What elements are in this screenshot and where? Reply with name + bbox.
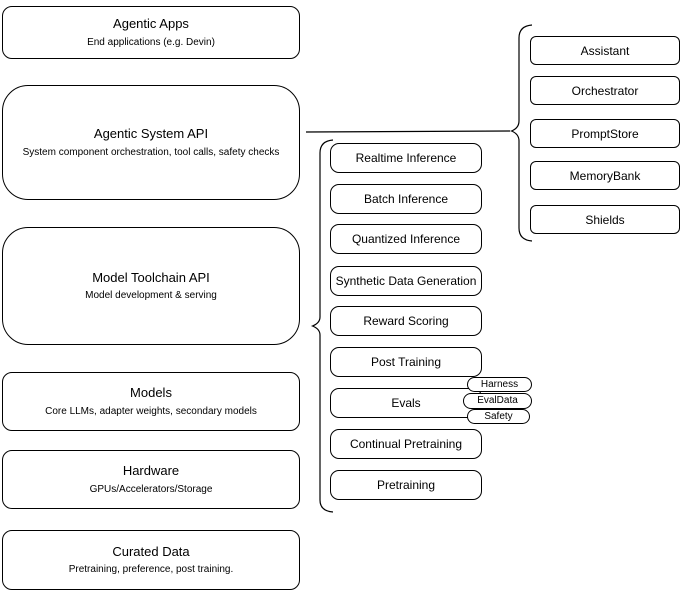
tag-evaldata: EvalData	[463, 393, 532, 409]
tag-label: Safety	[484, 410, 513, 422]
node-label: Reward Scoring	[363, 314, 449, 328]
node-curated-data: Curated Data Pretraining, preference, po…	[2, 530, 300, 590]
tag-harness: Harness	[467, 377, 532, 392]
node-model-toolchain-api: Model Toolchain API Model development & …	[2, 227, 300, 345]
node-label: Continual Pretraining	[349, 437, 463, 451]
node-batch-inference: Batch Inference	[330, 184, 482, 214]
node-post-training: Post Training	[330, 347, 482, 377]
node-agentic-apps: Agentic Apps End applications (e.g. Devi…	[2, 6, 300, 59]
node-label: Quantized Inference	[351, 232, 461, 246]
tag-label: EvalData	[477, 395, 518, 406]
node-orchestrator: Orchestrator	[530, 76, 680, 105]
node-label: Post Training	[370, 355, 442, 369]
node-evals: Evals	[330, 388, 482, 418]
node-synthetic-data-generation: Synthetic Data Generation	[330, 266, 482, 296]
node-label: Pretraining	[376, 478, 436, 492]
node-title: Hardware	[122, 463, 180, 479]
node-subtitle: Core LLMs, adapter weights, secondary mo…	[45, 405, 257, 417]
tag-label: Harness	[480, 378, 519, 390]
node-subtitle: End applications (e.g. Devin)	[87, 36, 215, 48]
node-realtime-inference: Realtime Inference	[330, 143, 482, 173]
node-promptstore: PromptStore	[530, 119, 680, 148]
bracket-agentic-system	[509, 24, 533, 242]
connector-system-api-line	[305, 130, 511, 133]
node-title: Agentic System API	[93, 126, 209, 142]
node-agentic-system-api: Agentic System API System component orch…	[2, 85, 300, 200]
node-title: Agentic Apps	[113, 16, 189, 32]
node-title: Curated Data	[112, 543, 190, 559]
node-label: Synthetic Data Generation	[335, 274, 477, 288]
node-label: Orchestrator	[571, 83, 639, 98]
node-title: Models	[130, 385, 172, 401]
node-subtitle: System component orchestration, tool cal…	[22, 146, 280, 158]
node-pretraining: Pretraining	[330, 470, 482, 500]
node-assistant: Assistant	[530, 36, 680, 65]
node-subtitle: GPUs/Accelerators/Storage	[89, 483, 213, 495]
node-label: Assistant	[580, 43, 630, 58]
node-quantized-inference: Quantized Inference	[330, 224, 482, 254]
node-label: PromptStore	[571, 126, 639, 141]
tag-safety: Safety	[467, 409, 530, 424]
bracket-model-toolchain	[310, 139, 334, 513]
node-label: Shields	[585, 212, 625, 227]
node-memorybank: MemoryBank	[530, 161, 680, 190]
node-label: Evals	[391, 396, 421, 410]
node-subtitle: Pretraining, preference, post training.	[68, 564, 234, 576]
node-subtitle: Model development & serving	[85, 290, 217, 302]
node-reward-scoring: Reward Scoring	[330, 306, 482, 336]
node-title: Model Toolchain API	[92, 269, 210, 285]
node-models: Models Core LLMs, adapter weights, secon…	[2, 372, 300, 431]
node-continual-pretraining: Continual Pretraining	[330, 429, 482, 459]
node-label: Realtime Inference	[355, 151, 457, 165]
node-label: MemoryBank	[569, 168, 641, 183]
node-hardware: Hardware GPUs/Accelerators/Storage	[2, 450, 300, 509]
node-shields: Shields	[530, 205, 680, 234]
node-label: Batch Inference	[363, 192, 449, 206]
